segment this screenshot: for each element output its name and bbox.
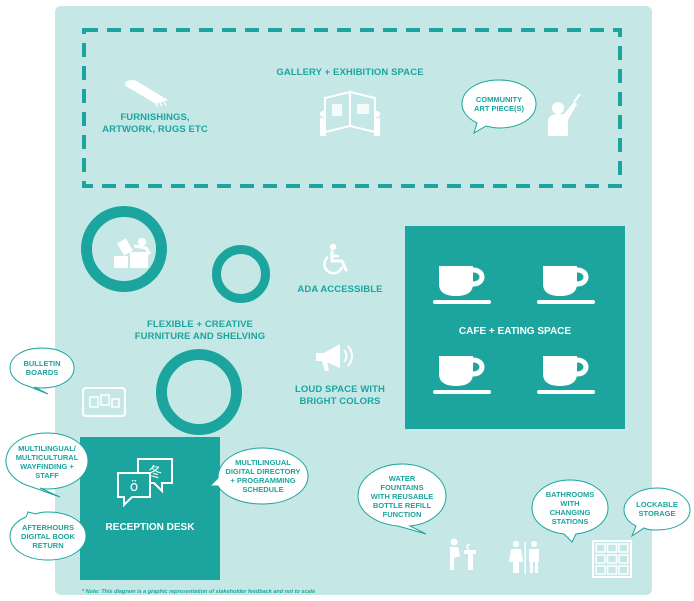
coffee-cup-icon (537, 356, 595, 394)
community-art-label: COMMUNITY ART PIECE(S) (473, 95, 524, 113)
community-art-bubble: COMMUNITY ART PIECE(S) (460, 78, 538, 135)
coffee-cup-icon (433, 266, 491, 304)
svg-text:ö: ö (130, 479, 139, 495)
cafe-area: CAFE + EATING SPACE (405, 226, 625, 429)
furnishings-label: FURNISHINGS, ARTWORK, RUGS ETC (102, 112, 208, 135)
rug-roll-icon (125, 80, 168, 108)
lockable-label: LOCKABLE STORAGE (636, 500, 678, 518)
wayfinding-bubble: MULTILINGUAL/ MULTICULTURAL WAYFINDING +… (4, 431, 90, 498)
restroom-icon (509, 541, 539, 574)
megaphone-icon (316, 344, 353, 371)
water-bubble: WATER FOUNTAINS WITH REUSABLE BOTTLE REF… (356, 462, 448, 535)
bathrooms-bubble: BATHROOMS WITH CHANGING STATIONS (530, 478, 610, 543)
gallery-viewers-icon (320, 90, 380, 136)
reception-area: 冬 ö RECEPTION DESK (80, 437, 220, 580)
lockable-bubble: LOCKABLE STORAGE (622, 486, 692, 538)
lockers-icon (592, 540, 632, 578)
bulletin-board-icon (82, 387, 126, 417)
directory-bubble: MULTILINGUAL DIGITAL DIRECTORY + PROGRAM… (208, 446, 310, 508)
ada-label: ADA ACCESSIBLE (297, 284, 383, 295)
water-fountain-icon (450, 538, 476, 570)
coffee-cup-icon (433, 356, 491, 394)
gallery-label: GALLERY + EXHIBITION SPACE (276, 67, 424, 78)
person-on-furniture-icon (114, 238, 152, 268)
wayfinding-label: MULTILINGUAL/ MULTICULTURAL WAYFINDING +… (15, 444, 79, 480)
directory-label: MULTILINGUAL DIGITAL DIRECTORY + PROGRAM… (225, 458, 301, 494)
cafe-label: CAFE + EATING SPACE (458, 326, 572, 337)
bulletin-label: BULLETIN BOARDS (23, 359, 61, 377)
svg-text:冬: 冬 (148, 465, 162, 481)
loud-label: LOUD SPACE WITH BRIGHT COLORS (295, 384, 385, 407)
translation-speech-icon: 冬 ö (117, 458, 173, 507)
small-ring (212, 245, 270, 303)
flexible-label: FLEXIBLE + CREATIVE FURNITURE AND SHELVI… (134, 319, 266, 342)
flexible-furniture-ring (81, 206, 167, 292)
afterhours-label: AFTERHOURS DIGITAL BOOK RETURN (21, 522, 75, 550)
loud-space-ring (156, 349, 242, 435)
bathrooms-label: BATHROOMS WITH CHANGING STATIONS (545, 490, 595, 526)
water-label: WATER FOUNTAINS WITH REUSABLE BOTTLE REF… (370, 473, 434, 519)
afterhours-bubble: AFTERHOURS DIGITAL BOOK RETURN (8, 510, 88, 566)
coffee-cup-icon (537, 266, 595, 304)
wheelchair-icon (323, 243, 348, 275)
bulletin-bubble: BULLETIN BOARDS (8, 346, 76, 395)
reception-label: RECEPTION DESK (105, 522, 195, 533)
artist-painting-icon (548, 93, 581, 136)
footnote: * Note: This diagram is a graphic repres… (82, 589, 316, 595)
